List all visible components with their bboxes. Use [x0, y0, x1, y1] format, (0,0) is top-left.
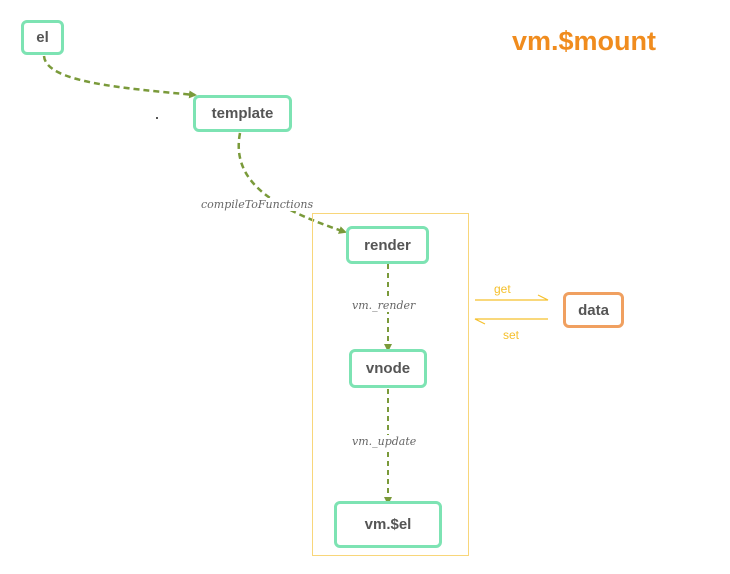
node-vnode: vnode: [349, 349, 427, 388]
set-arrow: [474, 318, 548, 325]
node-vm-el: vm.$el: [334, 501, 442, 548]
diagram-title: vm.$mount: [512, 26, 657, 56]
node-render: render: [346, 226, 429, 264]
get-arrow: [475, 294, 549, 301]
stray-dot: [156, 117, 158, 119]
edge-el-template: [42, 55, 197, 99]
node-data: data: [563, 292, 624, 328]
label-compile-to-functions: compileToFunctions: [200, 198, 315, 211]
node-el: el: [21, 20, 64, 55]
render-group-frame: [312, 213, 469, 556]
edge-template-render: [237, 132, 347, 234]
label-vm-render: vm._render: [351, 299, 417, 312]
label-get: get: [494, 282, 511, 296]
node-template: template: [193, 95, 292, 132]
label-set: set: [503, 328, 520, 342]
label-vm-update: vm._update: [351, 435, 418, 448]
